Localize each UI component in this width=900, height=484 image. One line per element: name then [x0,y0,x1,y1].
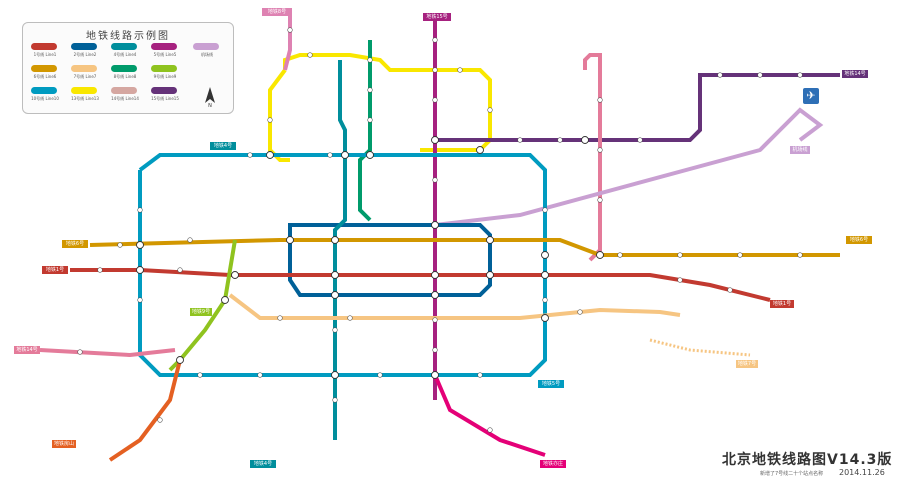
legend-label: 8号线 Line8 [113,74,137,79]
map-date: 2014.11.26 [839,468,885,477]
legend-label: 2号线 Line2 [73,52,97,57]
line4-tag-north: 地铁4号 [210,142,236,150]
map-subtitle: 新增了7号线二十个站点名称 [760,471,824,477]
line6-tag-west: 地铁6号 [62,240,88,248]
legend-label: 15号线 Line15 [151,96,179,101]
legend-swatch [71,43,97,50]
legend-label: 7号线 Line7 [73,74,97,79]
legend-swatch [71,87,97,94]
line-10 [138,153,547,377]
legend-item-line8: 8号线 Line8 [107,65,143,85]
legend-swatch [151,43,177,50]
legend-label: 9号线 Line9 [153,74,177,79]
line-13 [283,53,492,152]
yizhuang-tag: 地铁亦庄 [540,460,566,468]
line8-tag-north: 地铁8号 [262,8,292,16]
stations [77,27,803,433]
line1-tag-west: 地铁1号 [42,266,68,274]
legend-swatch [111,87,137,94]
legend-item-line5: 5号线 Line5 [147,43,183,63]
map-title: 北京地铁线路图V14.3版 [722,452,893,468]
line-9 [168,239,237,372]
line-14-east [583,53,602,262]
line5-tag: 地铁5号 [538,380,564,388]
line9-tag: 地铁9号 [190,308,212,316]
legend-item-line13: 13号线 Line13 [67,87,103,107]
line6-tag-east: 地铁6号 [846,236,872,244]
legend-label: 机场线 [201,52,213,57]
line-yizhuang [433,374,546,457]
line14-tag-east: 地铁14号 [842,70,868,78]
line-6 [89,238,840,257]
legend-label: 1号线 Line1 [33,52,57,57]
legend-swatch [193,43,219,50]
line14-tag-west: 地铁14号 [14,346,40,354]
legend-item-line6: 6号线 Line6 [27,65,63,85]
legend-swatch [31,43,57,50]
legend-swatch [31,65,57,72]
line7-tag: 地铁7号 [736,360,758,368]
legend-item-line9: 9号线 Line9 [147,65,183,85]
line-1 [70,268,771,302]
line-2 [288,223,492,297]
legend-item-line7: 7号线 Line7 [67,65,103,85]
line-7 [228,293,681,320]
line-8 [358,40,372,222]
svg-text:N: N [208,103,212,107]
legend-swatch [31,87,57,94]
line1-tag-east: 地铁1号 [770,300,794,308]
legend-label: 5号线 Line5 [153,52,177,57]
transfer-stations [136,136,604,379]
legend-swatch [151,65,177,72]
line4-tag-south: 地铁4号 [250,460,276,468]
line-7-east [649,338,751,357]
legend-label: 6号线 Line6 [33,74,57,79]
legend-swatch [111,43,137,50]
compass-icon: N [200,85,220,109]
legend-item-line10: 10号线 Line10 [27,87,63,107]
line-changping [283,15,292,71]
fangshan-tag: 地铁房山 [52,440,76,448]
legend-swatch [111,65,137,72]
legend-label: 10号线 Line10 [31,96,59,101]
legend-label: 4号线 Line4 [113,52,137,57]
legend-swatch [151,87,177,94]
line15-tag: 地铁15号 [423,13,451,21]
legend-title: 地铁线路示例图 [86,31,170,42]
line-airport [434,107,824,227]
legend-item-airport: 机场线 [189,43,225,63]
line-13-west [268,68,290,162]
legend-label: 13号线 Line13 [71,96,99,101]
legend-swatch [71,65,97,72]
legend-item-line2: 2号线 Line2 [67,43,103,63]
legend-label: 14号线 Line14 [111,96,139,101]
airport-icon: ✈ [803,88,819,104]
legend-item-line1: 1号线 Line1 [27,43,63,63]
line-14-west [39,348,176,358]
legend-item-line4: 4号线 Line4 [107,43,143,63]
legend-item-line14: 14号线 Line14 [107,87,143,107]
line-15 [435,73,840,142]
line-fangshan [108,359,182,462]
legend: 地铁线路示例图 1号线 Line1 2号线 Line2 4号线 Line4 5号… [22,22,234,114]
airport-line-tag: 机场线 [790,146,810,154]
legend-item-line15: 15号线 Line15 [147,87,183,107]
line-4 [333,60,347,440]
